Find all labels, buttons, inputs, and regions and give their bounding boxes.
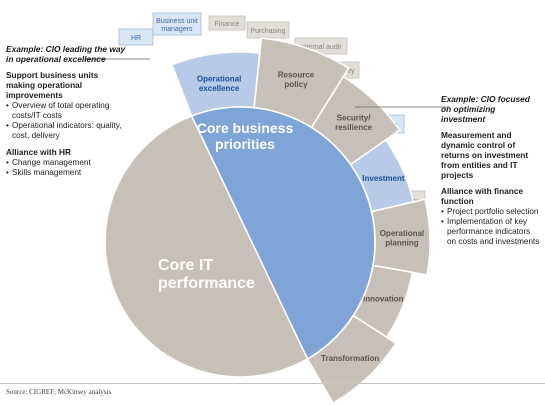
list-item: Implementation of key performance indica…: [441, 217, 541, 247]
left-panel: Example: CIO leading the way in operatio…: [6, 44, 128, 178]
tag-label: HR: [131, 35, 141, 42]
right-heading-2: Alliance with finance function: [441, 186, 524, 206]
callout-lines: [84, 58, 450, 108]
core-business-half: [190, 106, 376, 361]
tag-finance-top: Finance: [208, 15, 246, 31]
right-example: Example: CIO focused on optimizing inves…: [441, 94, 530, 124]
list-item: Change management: [6, 158, 128, 168]
right-bullets-2: Project portfolio selection Implementati…: [441, 207, 541, 247]
segment-label: Transformation: [321, 354, 379, 363]
list-item: Overview of total operating costs/IT cos…: [6, 101, 128, 121]
segment-label: Investment: [362, 174, 405, 183]
segment-label: Security/resilience: [335, 114, 372, 133]
list-item: Operational indicators: quality, cost, d…: [6, 121, 128, 141]
left-example: Example: CIO leading the way in operatio…: [6, 44, 126, 64]
right-panel: Example: CIO focused on optimizing inves…: [441, 94, 541, 247]
tag-label: Internal audit: [301, 44, 342, 51]
tag-label: Purchasing: [250, 28, 285, 35]
footer-rule: [0, 383, 545, 384]
tag-box: [208, 15, 246, 31]
tag-box: [246, 21, 290, 39]
list-item: Project portfolio selection: [441, 207, 541, 217]
tag-hr: HR: [118, 28, 154, 46]
segment-label: Innovation: [363, 294, 404, 303]
left-heading-1: Support business units making operationa…: [6, 70, 99, 100]
tag-box: [152, 12, 202, 36]
left-bullets-1: Overview of total operating costs/IT cos…: [6, 101, 128, 141]
tag-box: [118, 28, 154, 46]
right-heading-1: Measurement and dynamic control of retur…: [441, 130, 529, 180]
source-note: Source: CIGREF; McKinsey analysis: [6, 388, 112, 396]
list-item: Skills management: [6, 168, 128, 178]
tag-label: Finance: [215, 21, 240, 28]
left-heading-2: Alliance with HR: [6, 147, 72, 157]
tag-purchasing: Purchasing: [246, 21, 290, 39]
left-bullets-2: Change management Skills management: [6, 158, 128, 178]
